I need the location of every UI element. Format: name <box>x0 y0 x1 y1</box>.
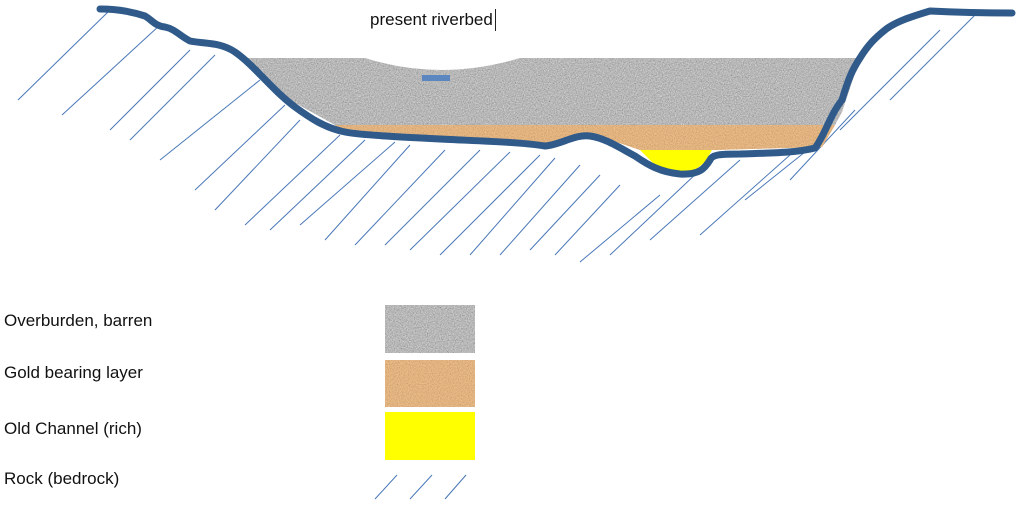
river-cross-section-diagram <box>17 5 1016 263</box>
hatch-line <box>699 154 791 236</box>
hatch-line <box>214 119 301 211</box>
present-riverbed-label: present riverbed <box>370 9 496 31</box>
hatch-line <box>159 79 261 161</box>
hatch-line <box>409 151 511 251</box>
hatch-line <box>324 144 411 241</box>
hatch-line <box>129 54 216 141</box>
legend-swatch-gold-bearing <box>385 360 475 407</box>
legend-label-gold-bearing: Gold bearing layer <box>4 363 143 382</box>
overburden-layer <box>246 58 860 125</box>
hatch-line <box>469 157 556 256</box>
hatch-line <box>354 149 446 246</box>
legend-label-rock: Rock (bedrock) <box>4 469 120 488</box>
hatch-line <box>439 154 541 256</box>
hatch-line <box>609 169 701 256</box>
hatch-line <box>269 139 366 231</box>
hatch-line <box>529 174 601 251</box>
legend-swatch-rock <box>374 474 467 500</box>
present-water <box>422 75 450 81</box>
old-channel-deposit <box>640 150 712 172</box>
hatch-line <box>579 194 661 263</box>
legend-swatch-old-channel <box>385 412 475 460</box>
legend-label-old-channel: Old Channel (rich) <box>4 419 142 438</box>
hatch-line <box>649 159 741 241</box>
hatch-line <box>839 29 941 131</box>
hatch-line <box>194 104 286 191</box>
hatch-line <box>299 141 396 226</box>
hatch-line <box>244 134 341 226</box>
legend-label-overburden: Overburden, barren <box>4 311 153 330</box>
hatch-line <box>499 164 581 256</box>
hatch-line <box>889 14 976 101</box>
hatch-line <box>17 9 111 101</box>
hatch-line <box>554 184 621 256</box>
hatch-line <box>384 149 481 246</box>
valley-outline <box>96 5 1016 178</box>
hatch-line <box>61 24 161 116</box>
legend-swatch-overburden <box>385 305 475 353</box>
hatch-line <box>109 49 191 131</box>
